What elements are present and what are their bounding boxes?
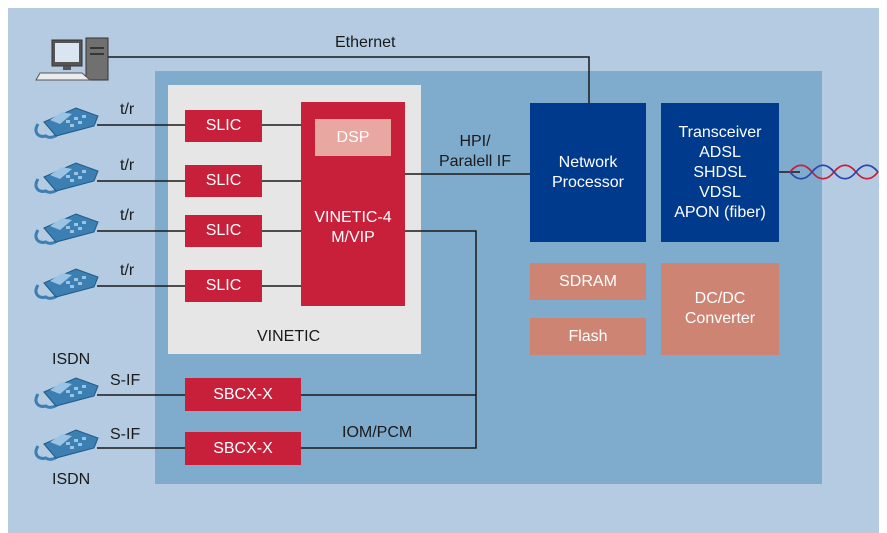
slic-block: SLIC — [185, 165, 262, 197]
slic-block: SLIC — [185, 270, 262, 302]
twisted-pair-line — [789, 164, 879, 180]
tr-label: t/r — [120, 101, 135, 118]
ethernet-label: Ethernet — [335, 34, 396, 51]
connection-lines — [97, 56, 800, 449]
s-if-label: S-IF — [110, 426, 141, 443]
tr-label: t/r — [120, 262, 135, 279]
vinetic-label: VINETIC — [257, 328, 321, 345]
dsp-block: DSP — [315, 119, 391, 156]
sbcx-block: SBCX-X — [185, 378, 301, 411]
slic-block: SLIC — [185, 215, 262, 247]
flash-block: Flash — [530, 318, 646, 355]
network-processor-block: Network Processor — [530, 103, 646, 242]
computer-icon — [35, 37, 109, 81]
tr-label: t/r — [120, 157, 135, 174]
tr-label: t/r — [120, 207, 135, 224]
slic-block: SLIC — [185, 110, 262, 142]
sbcx-block: SBCX-X — [185, 432, 301, 465]
s-if-label: S-IF — [110, 372, 141, 389]
sdram-block: SDRAM — [530, 263, 646, 300]
transceiver-block: Transceiver ADSL SHDSL VDSL APON (fiber) — [661, 103, 779, 242]
isdn-label: ISDN — [52, 471, 91, 488]
dcdc-converter-block: DC/DC Converter — [661, 263, 779, 355]
iom-pcm-label: IOM/PCM — [342, 424, 413, 441]
isdn-label: ISDN — [52, 351, 91, 368]
hpi-label: HPI/ Paralell IF — [438, 133, 512, 170]
